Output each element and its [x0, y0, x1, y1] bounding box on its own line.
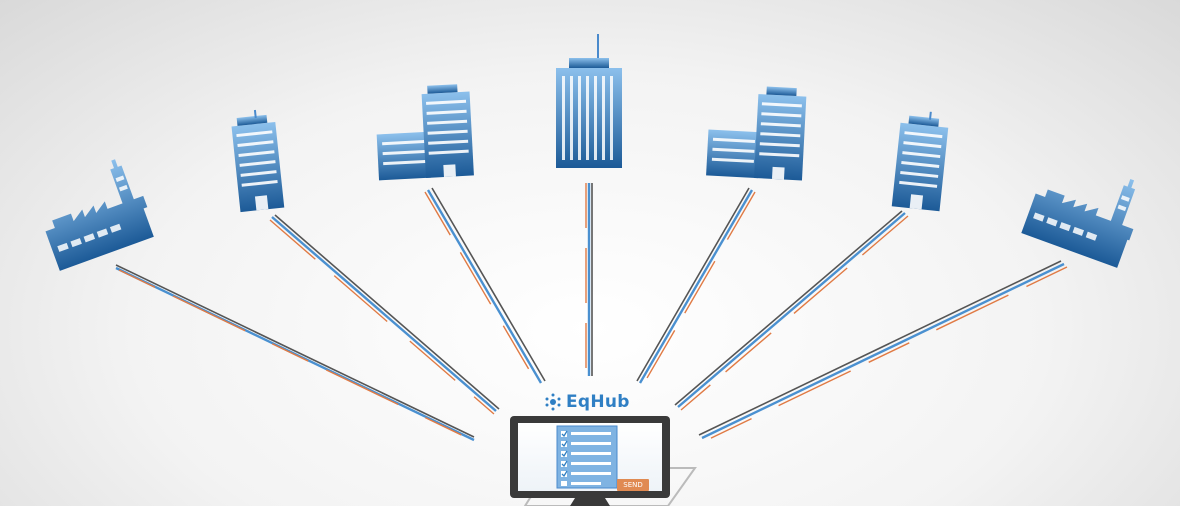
- office-building-icon: [891, 111, 949, 212]
- connection-links: [115, 183, 1068, 443]
- link-office-complex-2: [636, 187, 756, 386]
- eqhub-brand: EqHub: [544, 392, 630, 412]
- brand-name: EqHub: [566, 392, 630, 412]
- link-factory-right: [698, 260, 1068, 442]
- link-factory-left: [115, 264, 477, 443]
- send-button[interactable]: SEND: [617, 479, 649, 491]
- office-complex-icon: [376, 84, 474, 181]
- office-complex-icon: [706, 86, 807, 181]
- link-office-complex-1: [424, 187, 546, 386]
- eqhub-logo-icon: [545, 393, 561, 411]
- skyscraper-icon: [556, 34, 622, 168]
- factory-icon: [45, 159, 154, 271]
- office-building-icon: [231, 109, 285, 213]
- factory-icon: [1021, 179, 1136, 268]
- link-skyscraper-center: [585, 183, 593, 376]
- link-office-tower-1: [269, 214, 500, 415]
- link-office-tower-2: [674, 210, 909, 411]
- document-checklist-icon: [556, 425, 618, 489]
